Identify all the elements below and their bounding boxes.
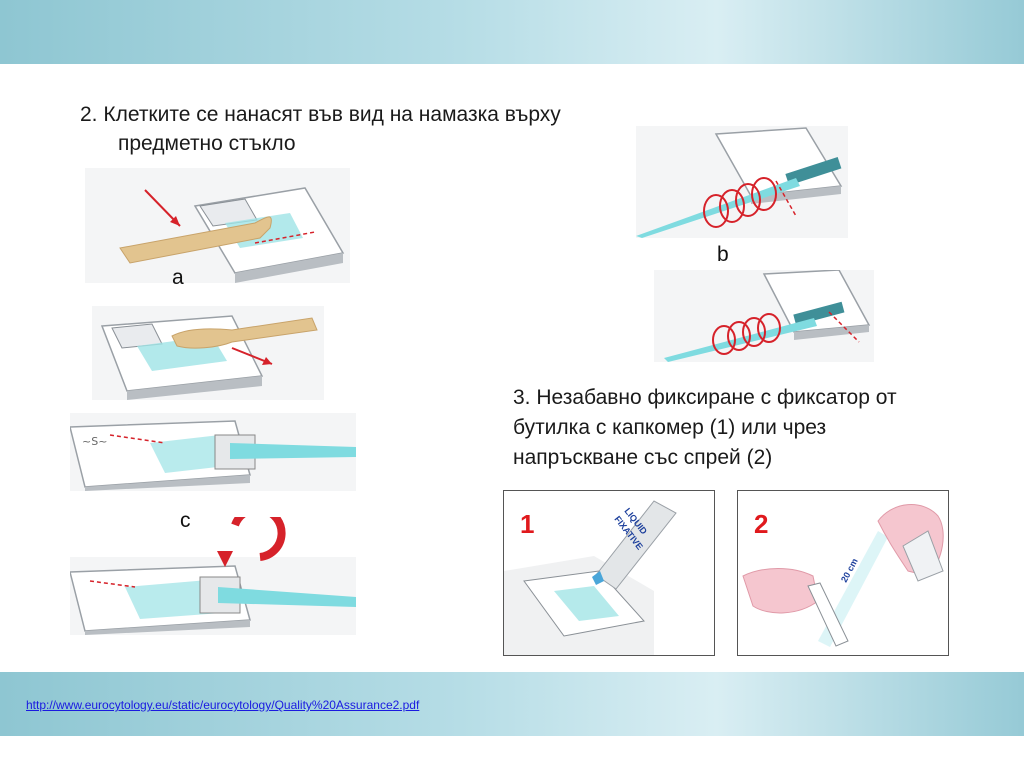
step-2-text: 2. Клетките се нанасят във вид на намазк… — [80, 100, 625, 158]
slide-edge — [127, 376, 262, 400]
slide-edge — [235, 253, 343, 283]
rotation-coil — [712, 313, 781, 355]
spatula — [119, 216, 272, 264]
dashed-arrow — [109, 434, 166, 444]
dashed-guide — [828, 311, 860, 343]
brush-bristles — [785, 157, 842, 186]
arrow-head — [170, 216, 180, 226]
dropper-illustration: LIQUID FIXATIVE — [504, 500, 677, 655]
step-3-line-1: 3. Незабавно фиксиране с фиксатор от — [513, 386, 897, 409]
cell-smear — [554, 586, 619, 621]
dropper-bottle — [595, 500, 677, 590]
brush-handle — [664, 318, 817, 362]
step-3-line-2: бутилка с капкомер (1) или чрез — [513, 416, 827, 439]
label-c: c — [180, 509, 191, 532]
dropper-tip — [592, 571, 604, 585]
glass-slide — [807, 582, 849, 647]
source-link[interactable]: http://www.eurocytology.eu/static/eurocy… — [26, 698, 420, 712]
slide-edge — [794, 325, 869, 340]
cell-smear — [150, 435, 235, 473]
rotation-arc — [231, 517, 286, 561]
spatula — [171, 317, 318, 349]
spray-can — [902, 530, 944, 582]
brush-bristles — [793, 301, 845, 326]
rotating-brush-illustration-1 — [636, 126, 848, 238]
slide-edge — [85, 620, 250, 635]
rotating-brush-illustration-2 — [654, 270, 874, 362]
panel-number-2: 2 — [754, 509, 769, 539]
dropper-fixation-panel: LIQUID FIXATIVE 1 — [503, 490, 715, 656]
dashed-arrow — [89, 580, 136, 588]
step-2-line-1: 2. Клетките се нанасят във вид на намазк… — [80, 103, 561, 126]
label-b: b — [717, 243, 729, 266]
slide-marking: ~S~ — [82, 435, 107, 448]
slide-edge — [751, 186, 841, 204]
smear-spatula-illustration-1 — [85, 168, 350, 283]
smear-brush-illustration-1: ~S~ — [70, 413, 356, 491]
brush-handle — [218, 587, 356, 607]
hand-left — [742, 568, 819, 614]
step-3-line-3: напръскване със спрей (2) — [513, 446, 773, 469]
header-band — [0, 0, 1024, 64]
arrow-head — [262, 357, 272, 365]
rotation-coil — [703, 177, 777, 228]
smear-brush-illustration-2: 180° — [70, 517, 356, 635]
brush-handle — [230, 443, 356, 459]
step-3-text: 3. Незабавно фиксиране с фиксатор от бут… — [513, 383, 953, 473]
smear-spatula-illustration-2 — [92, 306, 324, 400]
rotation-arrow-head — [217, 551, 233, 567]
slide-edge — [85, 475, 250, 491]
spray-illustration: 20 cm — [742, 504, 944, 647]
footer-band — [0, 672, 1024, 736]
label-a: a — [172, 266, 184, 289]
step-2-line-2: предметно стъкло — [118, 132, 296, 155]
rotation-badge: 180° — [239, 532, 262, 544]
dashed-guide — [254, 231, 316, 244]
spray-fixation-panel: 20 cm 2 — [737, 490, 949, 656]
panel-number-1: 1 — [520, 509, 535, 539]
